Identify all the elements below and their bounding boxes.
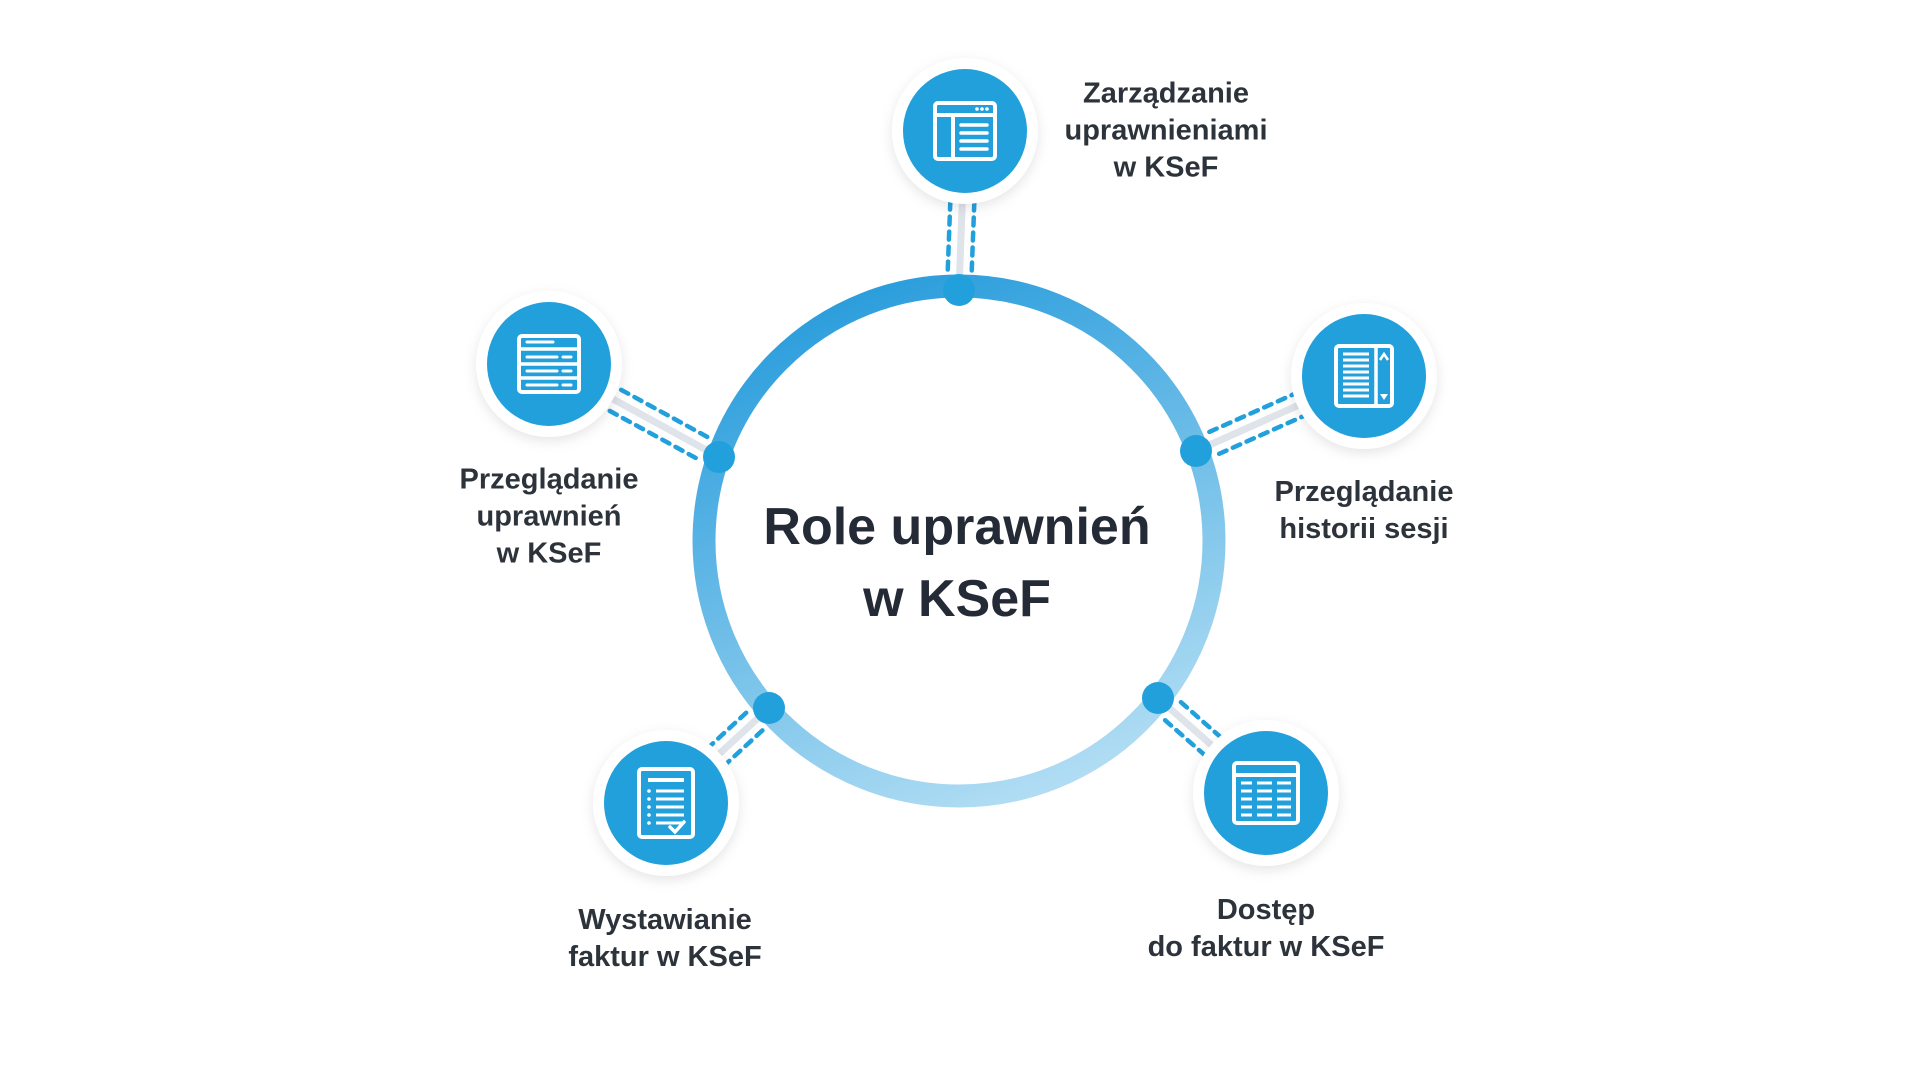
- connector-dot: [1180, 435, 1212, 467]
- label-invoice-access: Dostęp do faktur w KSeF: [1148, 892, 1385, 966]
- node-disc: [604, 741, 728, 865]
- node-disc: [1302, 314, 1426, 438]
- dashed-line: [1162, 717, 1208, 759]
- role-node-view-permissions: [476, 291, 622, 437]
- label-line: w KSeF: [496, 537, 602, 570]
- label-line: uprawnień: [476, 500, 622, 533]
- label-view-permissions: Przeglądanie uprawnień w KSeF: [460, 462, 639, 573]
- role-node-issue-invoices: [593, 730, 739, 876]
- dashed-line: [1207, 391, 1298, 435]
- label-line: Przeglądanie: [459, 463, 639, 496]
- label-line: Wystawianie: [578, 904, 752, 936]
- connector-dot: [753, 692, 785, 724]
- connector-dot: [943, 274, 975, 306]
- dashed-line: [1216, 413, 1308, 457]
- role-node-manage: [892, 58, 1038, 204]
- spreadsheet-icon: [1232, 761, 1300, 825]
- title-line-1: Role uprawnień: [763, 498, 1151, 556]
- label-line: Dostęp: [1216, 894, 1316, 926]
- role-node-session-history: [1291, 303, 1437, 449]
- browser-window-icon: [933, 101, 997, 161]
- table-list-icon: [517, 334, 581, 394]
- role-node-invoice-access: [1193, 720, 1339, 866]
- dashed-line: [613, 384, 710, 440]
- dashed-line: [945, 198, 953, 272]
- diagram-title: Role uprawnień w KSeF: [763, 491, 1150, 635]
- connector-dot: [1142, 682, 1174, 714]
- label-line: w KSeF: [1113, 151, 1219, 184]
- node-disc: [1204, 731, 1328, 855]
- dashed-line: [969, 199, 977, 273]
- dashed-line: [1178, 699, 1224, 741]
- label-line: uprawnieniami: [1064, 114, 1268, 147]
- connector-dot: [703, 441, 735, 473]
- label-manage: Zarządzanie uprawnieniami w KSeF: [1064, 76, 1267, 187]
- dashed-line: [723, 728, 765, 767]
- node-disc: [903, 69, 1027, 193]
- dashed-line: [602, 405, 698, 461]
- label-line: Przeglądanie: [1274, 476, 1454, 508]
- title-line-2: w KSeF: [863, 570, 1051, 628]
- label-line: historii sesji: [1279, 513, 1449, 545]
- label-session-history: Przeglądanie historii sesji: [1275, 474, 1454, 548]
- label-line: faktur w KSeF: [568, 941, 762, 973]
- label-line: do faktur w KSeF: [1147, 931, 1385, 963]
- label-issue-invoices: Wystawianie faktur w KSeF: [568, 902, 761, 976]
- invoice-check-icon: [637, 767, 695, 839]
- scroll-document-icon: [1334, 344, 1394, 408]
- label-line: Zarządzanie: [1082, 77, 1249, 110]
- dashed-line: [707, 710, 749, 749]
